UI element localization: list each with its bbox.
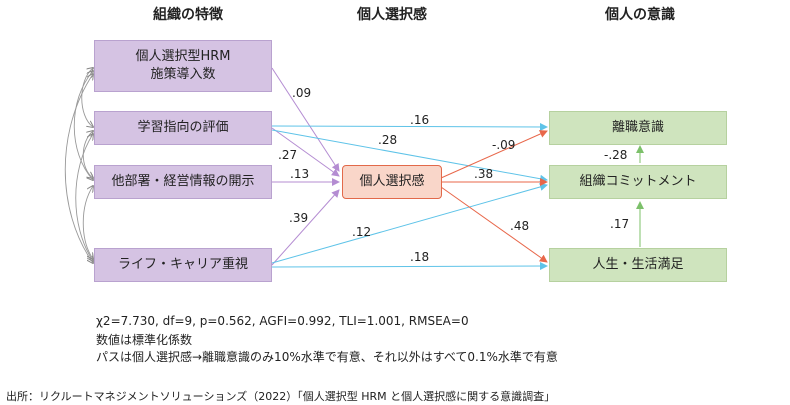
coef-life-choice: .39 [289,211,309,225]
box-choice-label: 個人選択感 [359,174,425,189]
coef-life-commit: .12 [352,225,372,239]
box-life-career: ライフ・キャリア重視 [94,248,272,282]
coef-choice-commit: .38 [474,167,494,181]
box-info-disclosure: 他部署・経営情報の開示 [94,165,272,199]
arrow-life-choice [271,189,340,266]
header-personal-choice: 個人選択感 [357,7,427,23]
arrow-life-satisfaction [271,262,548,271]
corr-learning-info [82,131,93,178]
corr-hrm-info [73,71,93,180]
arrow-life-commit [271,183,548,264]
box-life-label: ライフ・キャリア重視 [117,257,248,272]
box-life-satisfaction: 人生・生活満足 [549,248,727,282]
note-significance: パスは個人選択感→離職意識のみ10%水準で有意、それ以外はすべて0.1%水準で有… [96,350,558,364]
box-turnover-label: 離職意識 [611,120,664,135]
arrow-learning-choice [271,127,340,177]
box-personal-choice: 個人選択感 [342,165,442,199]
correlation-arcs [64,68,93,263]
note-standardized: 数値は標準化係数 [96,333,193,347]
coef-info-choice: .13 [290,167,310,181]
coef-choice-turnover: -.09 [492,138,516,152]
coef-commit-turnover: -.28 [604,148,628,162]
coef-hrm-choice: .09 [292,86,312,100]
box-turnover: 離職意識 [549,111,727,145]
arrow-choice-satisfaction [440,186,548,263]
source-citation: 出所：リクルートマネジメントソリューションズ（2022）「個人選択型 HRM と… [6,390,556,403]
coef-choice-satisfaction: .48 [510,219,530,233]
corr-info-life [82,186,93,259]
arrow-learning-commit [271,129,548,183]
corr-learning-life [75,134,93,261]
box-learning-label: 学習指向の評価 [137,120,229,135]
box-info-label: 他部署・経営情報の開示 [111,174,255,189]
coef-learning-turnover: .16 [410,113,430,127]
coef-learning-commit: .28 [378,133,398,147]
arrow-learning-turnover [271,122,548,131]
box-commitment-label: 組織コミットメント [579,174,697,189]
coef-satisfaction-commit: .17 [610,217,630,231]
header-personal-awareness: 個人の意識 [605,7,675,23]
box-commitment: 組織コミットメント [549,165,727,199]
box-satisfaction-label: 人生・生活満足 [592,257,684,272]
box-learning-evaluation: 学習指向の評価 [94,111,272,145]
corr-hrm-life [64,74,93,263]
coef-life-satisfaction: .18 [410,250,430,264]
arrow-hrm-choice [271,67,340,172]
box-hrm-measures: 個人選択型HRM 施策導入数 [94,40,272,92]
arrow-choice-turnover [440,130,548,179]
note-fit-indices: χ2=7.730, df=9, p=0.562, AGFI=0.992, TLI… [96,314,469,328]
box-hrm-label: 個人選択型HRM 施策導入数 [135,49,231,82]
header-org-features: 組織の特徴 [153,7,223,23]
coef-learning-choice: .27 [278,148,298,162]
